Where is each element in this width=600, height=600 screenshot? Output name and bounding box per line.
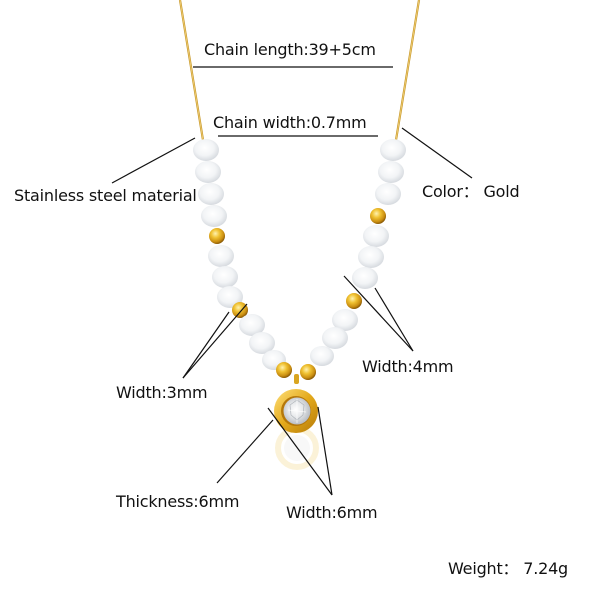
- color-label: Color： Gold: [422, 182, 520, 201]
- material-label: Stainless steel material: [14, 186, 197, 205]
- thickness-pointer: [216, 419, 274, 484]
- pendant-width-pointer-a: [267, 407, 333, 496]
- bead-width-3mm-label: Width:3mm: [116, 383, 208, 402]
- right-bead-strand: [310, 139, 406, 366]
- bead-3mm-pointer-b: [182, 303, 248, 379]
- bead-3mm-pointer-a: [182, 311, 230, 379]
- chain: [178, 0, 421, 141]
- pendant-width-label: Width:6mm: [286, 503, 378, 522]
- chain-length-label: Chain length:39+5cm: [204, 40, 376, 59]
- bead-width-4mm-label: Width:4mm: [362, 357, 454, 376]
- annotation-lines: [111, 66, 473, 496]
- material-pointer: [111, 137, 196, 184]
- pendant-width-pointer-b: [317, 406, 333, 496]
- weight-label: Weight： 7.24g: [448, 559, 569, 578]
- pendant: [274, 362, 319, 470]
- left-bead-strand: [193, 139, 286, 370]
- bead-4mm-pointer-b: [374, 287, 414, 352]
- color-pointer: [401, 127, 473, 179]
- chain-width-label: Chain width:0.7mm: [213, 113, 367, 132]
- bead-4mm-pointer-a: [343, 275, 414, 352]
- thickness-label: Thickness:6mm: [116, 492, 240, 511]
